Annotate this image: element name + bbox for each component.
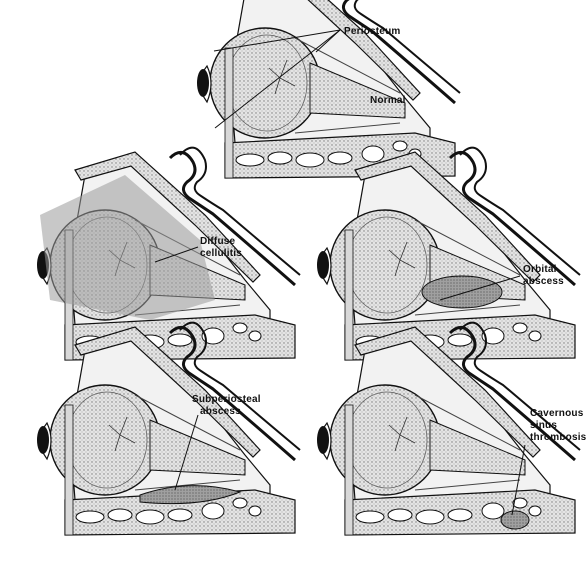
label-cavernous: Cavernous [530,408,584,419]
label-periosteum: Periosteum [344,26,400,37]
label-abscess-orbital: abscess [523,276,564,287]
panel-orbital-abscess: Orbital abscess [317,148,580,360]
label-normal: Normal [370,95,406,106]
label-subperiosteal: Subperiosteal [192,394,261,405]
panel-diffuse-cellulitis: Diffuse cellulitis [37,148,300,360]
orbital-abscess-region [422,276,502,308]
label-sinus: sinus [530,420,557,431]
label-orbital: Orbital [523,264,557,275]
panel-normal: Periosteum Normal [197,0,460,178]
thrombosis-region [501,511,529,529]
label-abscess-subperiosteal: abscess [200,406,241,417]
label-diffuse: Diffuse [200,236,236,247]
label-cellulitis: cellulitis [200,248,242,259]
label-thrombosis: thrombosis [530,432,587,443]
